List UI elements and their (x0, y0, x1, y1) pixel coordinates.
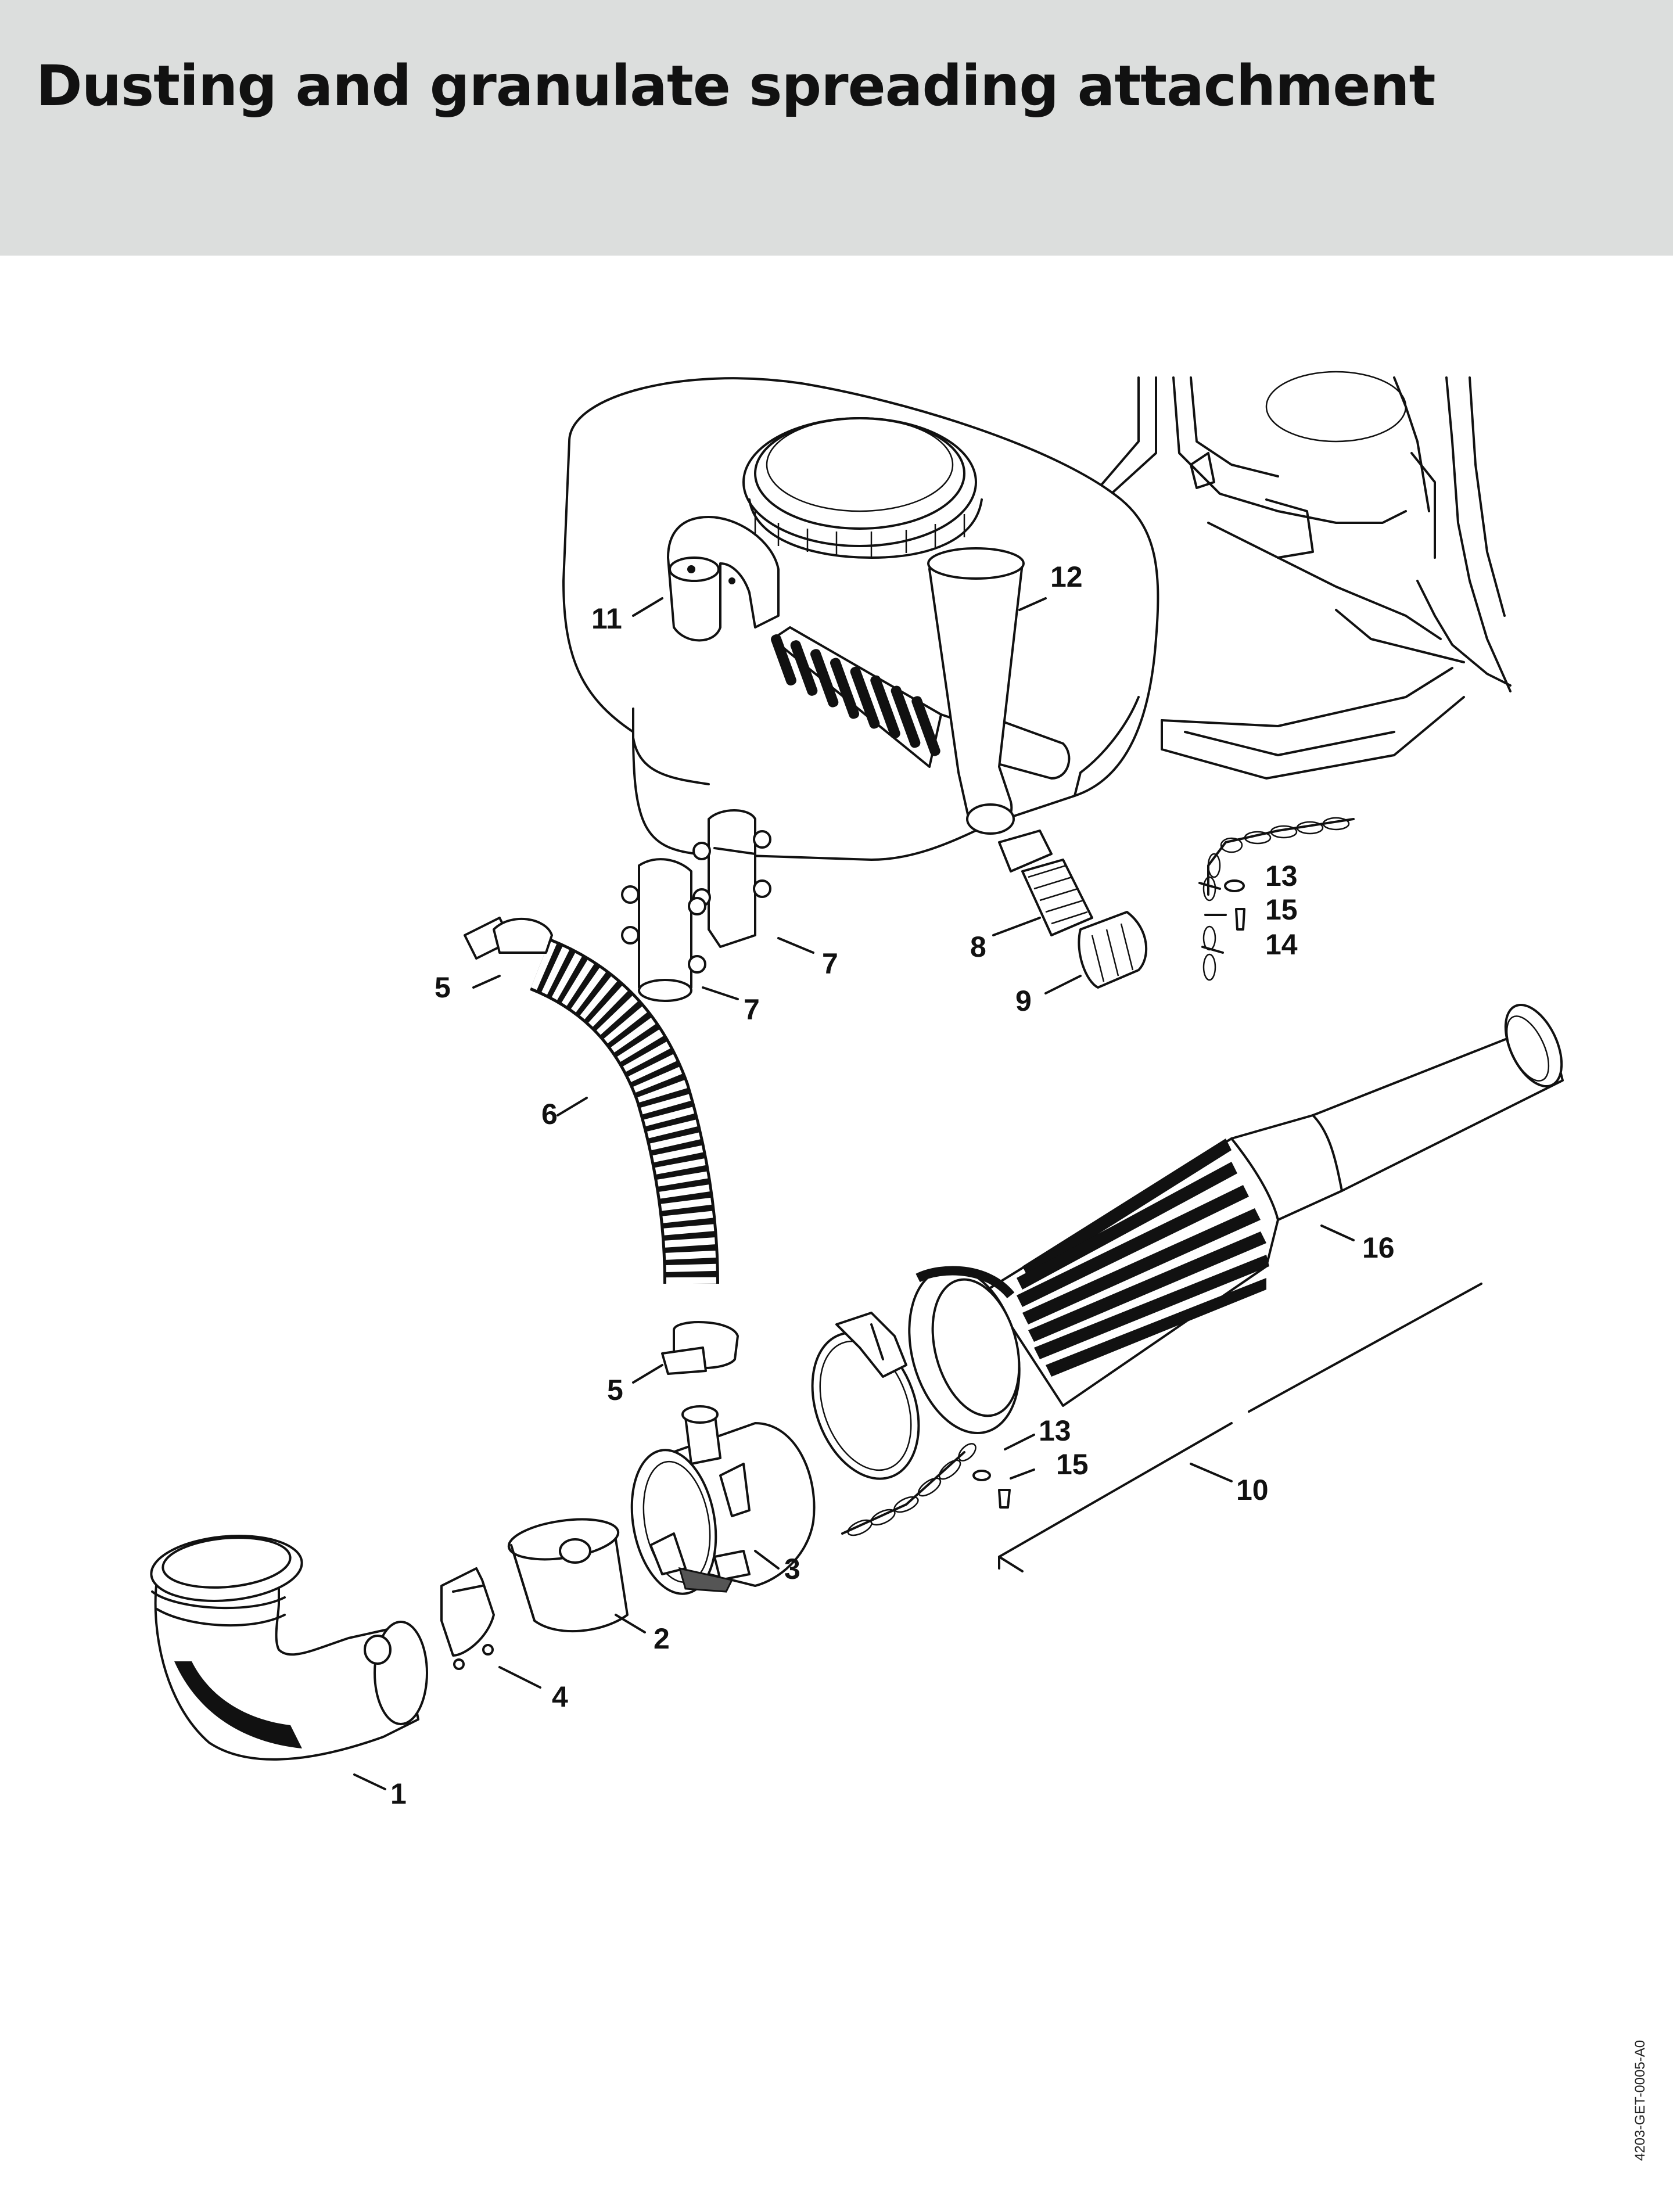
callout-4: 4 (552, 1680, 568, 1713)
hose-clamp-icon (811, 1312, 920, 1480)
callout-11: 11 (591, 602, 622, 635)
dosing-tube-icon (927, 547, 1025, 835)
callout-13-lower: 13 (1039, 1414, 1071, 1447)
callout-14: 14 (1265, 928, 1298, 961)
leader-lines (353, 597, 1355, 1790)
half-shell-clamp-icon (621, 809, 771, 1002)
callout-3: 3 (784, 1553, 800, 1585)
dosing-nozzle-icon (998, 830, 1148, 989)
flap-icon (440, 1567, 495, 1670)
callout-2: 2 (654, 1622, 670, 1655)
callout-1: 1 (390, 1778, 407, 1810)
callout-6: 6 (541, 1098, 558, 1130)
corrugated-hose-icon (464, 917, 739, 1375)
callout-15-lower: 15 (1056, 1448, 1089, 1481)
callout-7-lower: 7 (744, 993, 760, 1026)
callout-15-upper: 15 (1265, 893, 1298, 926)
backpack-frame-icon (1062, 371, 1512, 780)
callout-10: 10 (1236, 1474, 1269, 1506)
callout-16: 16 (1362, 1231, 1395, 1264)
callout-8: 8 (970, 931, 986, 963)
callout-12: 12 (1050, 561, 1083, 593)
dosing-elbow-icon (667, 516, 780, 642)
callout-13-upper: 13 (1265, 860, 1298, 892)
callout-labels: 11 12 13 15 14 8 9 7 7 5 6 5 16 13 15 10… (390, 561, 1395, 1810)
chain-upper-icon (1202, 817, 1355, 981)
document-code: 4203-GET-0005-A0 (1632, 2039, 1648, 2161)
tank-corrugated-hose-icon (771, 626, 1071, 780)
callout-5-upper: 5 (435, 971, 451, 1004)
callout-9: 9 (1015, 985, 1032, 1017)
header-band (0, 0, 1673, 256)
sleeve-icon (507, 1518, 629, 1633)
chain-lower-icon (841, 1443, 1011, 1536)
blower-tube-icon (908, 1003, 1564, 1434)
page-title: Dusting and granulate spreading attachme… (36, 53, 1436, 119)
t-connector-icon (630, 1405, 816, 1595)
callout-7-upper: 7 (822, 947, 838, 980)
elbow-pipe-icon (150, 1535, 428, 1761)
hopper-tank-icon (562, 377, 1159, 861)
callout-5-lower: 5 (607, 1374, 623, 1406)
part-10-bracket (998, 1283, 1482, 1572)
